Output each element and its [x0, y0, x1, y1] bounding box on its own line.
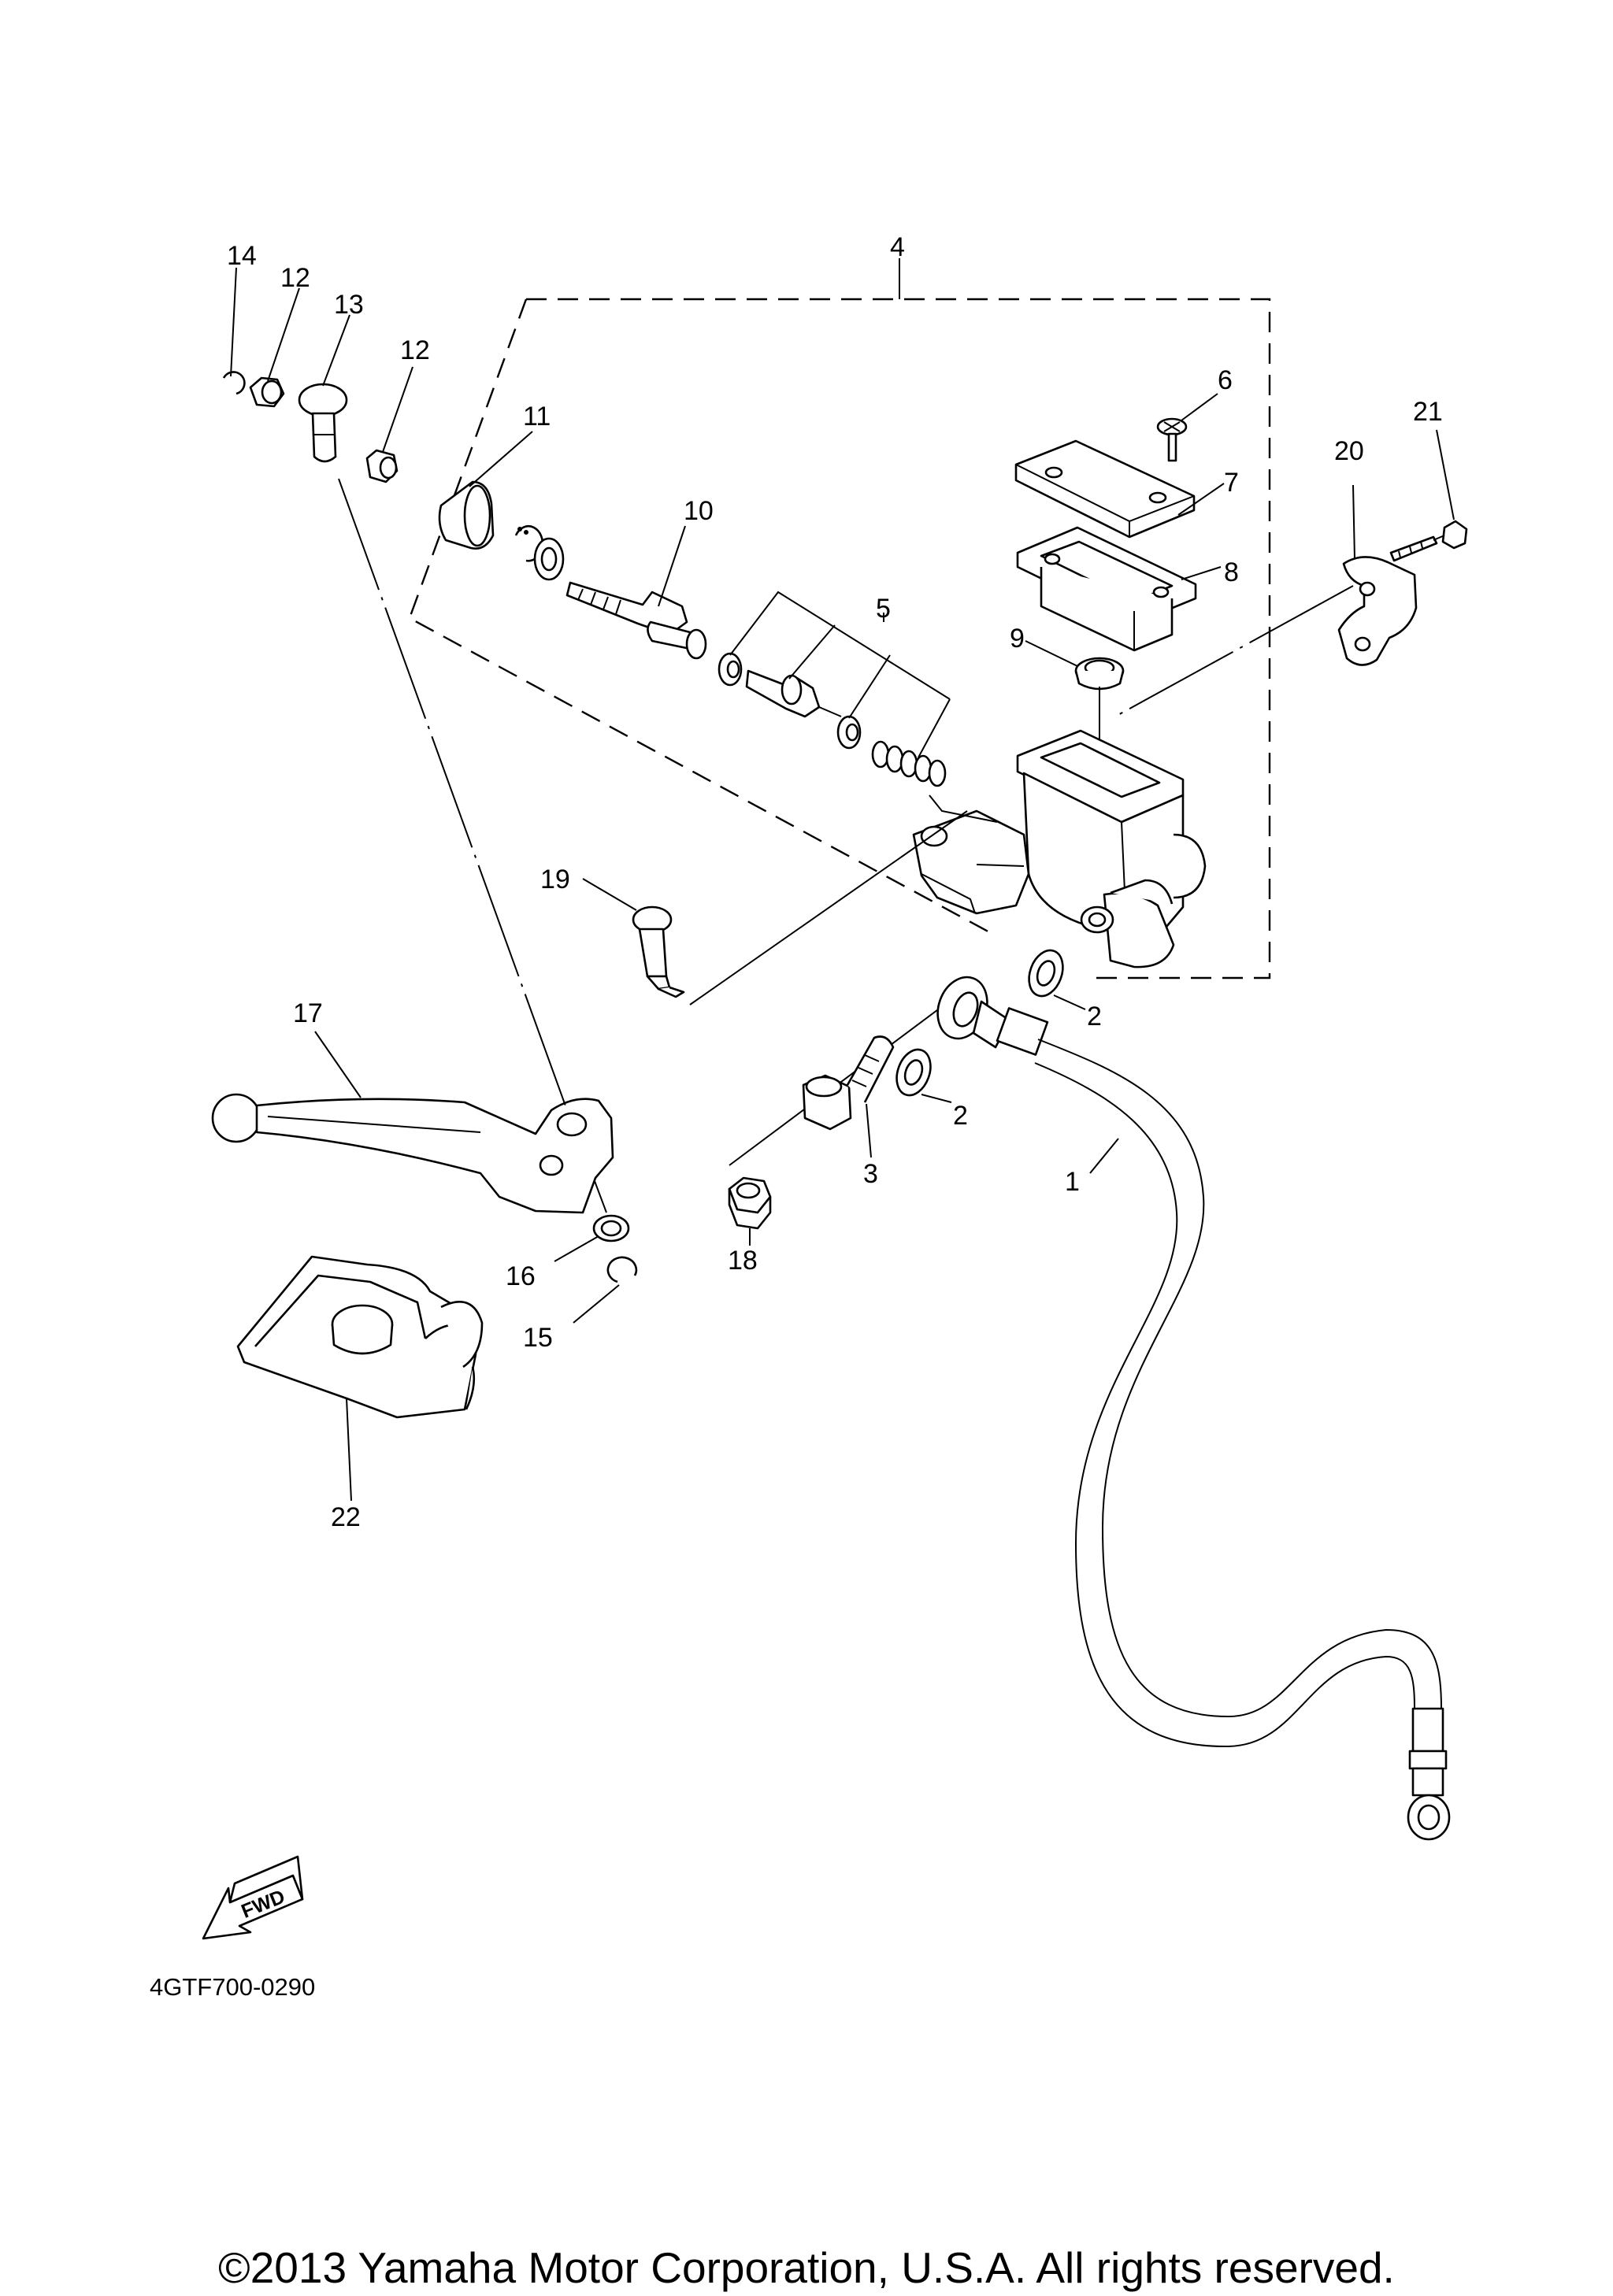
part-16-washer: [554, 1180, 630, 1262]
callout-21: 21: [1413, 397, 1443, 427]
assembly-4-boundary: [408, 258, 1271, 980]
part-14-circlip: [222, 267, 246, 395]
callout-8: 8: [1224, 557, 1239, 587]
callout-12-right: 12: [400, 335, 430, 365]
callout-22: 22: [331, 1502, 361, 1532]
callout-14: 14: [227, 241, 257, 271]
diagram-code: 4GTF700-0290: [150, 1973, 315, 2001]
part-5-spring: [871, 740, 947, 787]
part-6-screw: [1156, 393, 1218, 462]
part-2-washer-lower: [895, 1048, 952, 1103]
part-7-reservoir-cap: [1014, 439, 1225, 539]
part-21-clamp-bolt: [1389, 429, 1468, 562]
part-1-hose: [936, 976, 1451, 1841]
part-12-collar-right: [365, 366, 413, 483]
callout-4: 4: [890, 232, 905, 262]
callout-11: 11: [523, 402, 551, 431]
callout-16: 16: [506, 1261, 536, 1291]
callout-15: 15: [523, 1323, 553, 1353]
part-2-washer-upper: [1028, 949, 1086, 1010]
part-10-push-rod: [565, 525, 707, 660]
callout-9: 9: [1010, 624, 1025, 654]
master-cylinder-body: [912, 729, 1207, 968]
callout-6: 6: [1218, 365, 1233, 395]
callout-2-lower: 2: [953, 1101, 968, 1131]
part-22-lever-cover: [236, 1255, 484, 1502]
callout-12-left: 12: [280, 263, 310, 293]
callout-13: 13: [334, 290, 364, 320]
part-9-float-plate: [1025, 640, 1125, 740]
callout-7: 7: [1224, 468, 1239, 498]
callout-18: 18: [728, 1246, 758, 1276]
part-3-union-bolt: [802, 1035, 895, 1158]
callout-numbers: 4 14 12 13 12 11 10 5 6 7 8 9 20 21 19 1…: [227, 232, 1443, 1532]
copyright-notice: ©2013 Yamaha Motor Corporation, U.S.A. A…: [218, 2243, 1395, 2292]
callout-17: 17: [293, 998, 323, 1028]
callout-20: 20: [1334, 436, 1364, 466]
part-19-lever-bolt: [582, 810, 968, 1005]
callout-3: 3: [863, 1159, 878, 1189]
part-20-clamp: [1114, 484, 1418, 717]
callout-10: 10: [684, 496, 714, 526]
callout-1: 1: [1065, 1167, 1080, 1197]
part-15-circlip: [573, 1256, 638, 1324]
part-8-diaphragm: [1016, 526, 1222, 652]
part-5-piston-kit: [718, 591, 951, 787]
part-18-nut: [728, 988, 966, 1246]
pivot-bolt-alignment-line: [338, 478, 568, 1111]
callout-19: 19: [540, 865, 570, 894]
part-13-pivot-bolt: [298, 314, 350, 463]
callout-2-upper: 2: [1087, 1002, 1102, 1031]
fwd-direction-arrow: FWD: [202, 1855, 304, 1940]
callout-5: 5: [876, 594, 891, 624]
part-11-dust-boot: [438, 431, 565, 581]
part-17-clutch-lever: [211, 1031, 614, 1214]
part-12-nut-left: [249, 287, 300, 408]
